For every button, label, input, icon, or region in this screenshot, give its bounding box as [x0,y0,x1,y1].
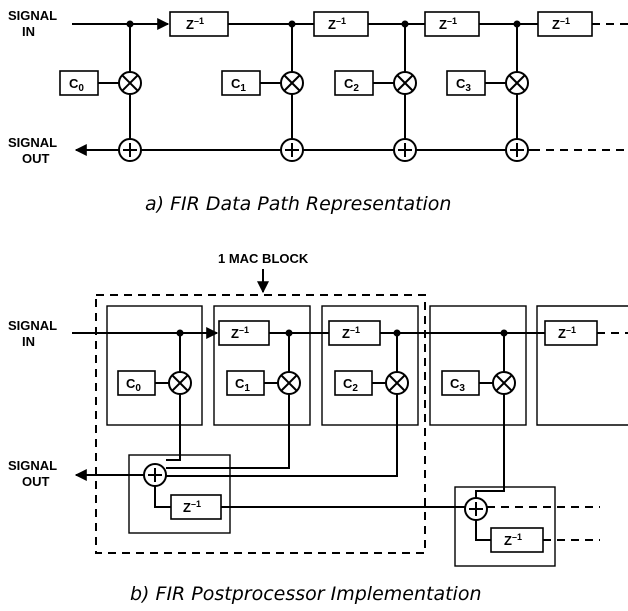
delay-box-b1: Z–1 [218,320,270,346]
tap-block [106,305,203,426]
signal-out-label: OUT [22,151,50,166]
delay-box-a4: Z–1 [537,11,593,37]
coef-box-c3: C3 [441,370,480,396]
adder-icon [464,497,488,521]
adder-icon [280,138,304,162]
svg-text:Z–1: Z–1 [183,499,201,515]
svg-text:C1: C1 [235,376,250,394]
product-wire [475,394,505,498]
svg-text:C1: C1 [231,76,246,94]
junction-dot [285,329,293,337]
delay-box-acc1: Z–1 [170,494,222,520]
junction-dot [126,20,134,28]
multiplier-icon [277,371,301,395]
tap-block [213,305,311,426]
caption-b: b) FIR Postprocessor Implementation [130,583,482,605]
coef-box-c0: C0 [59,70,99,96]
feedback-wire [475,520,491,541]
adder-icon [143,463,167,487]
svg-text:C3: C3 [450,376,465,394]
svg-text:C0: C0 [126,376,141,394]
feedback-wire [154,486,171,508]
tap-block [536,305,628,426]
signal-out-label: SIGNAL [8,135,57,150]
coef-box-c3: C3 [446,70,486,96]
product-wire [166,394,181,461]
multiplier-icon [280,71,304,95]
svg-text:Z–1: Z–1 [504,532,522,548]
svg-text:C3: C3 [456,76,471,94]
signal-out-label: SIGNAL [8,458,57,473]
svg-text:Z–1: Z–1 [439,16,457,32]
svg-text:Z–1: Z–1 [231,325,249,341]
accumulator-block [128,454,231,534]
svg-text:Z–1: Z–1 [342,325,360,341]
adder-icon [393,138,417,162]
product-wire [166,394,398,477]
adder-icon [505,138,529,162]
svg-text:C2: C2 [344,76,359,94]
multiplier-icon [168,371,192,395]
coef-box-c1: C1 [221,70,261,96]
adder-icon [118,138,142,162]
multiplier-icon [505,71,529,95]
delay-box-b2: Z–1 [328,320,381,346]
svg-text:Z–1: Z–1 [552,16,570,32]
product-wire [166,394,290,469]
multiplier-icon [385,371,409,395]
coef-box-c2: C2 [334,370,373,396]
junction-dot [513,20,521,28]
svg-text:Z–1: Z–1 [558,325,576,341]
signal-in-label: SIGNAL [8,8,57,23]
delay-box-a2: Z–1 [313,11,369,37]
delay-box-b3: Z–1 [544,320,598,346]
junction-dot [500,329,508,337]
junction-dot [393,329,401,337]
svg-text:C0: C0 [69,76,84,94]
coef-box-c2: C2 [334,70,374,96]
multiplier-icon [393,71,417,95]
junction-dot [401,20,409,28]
svg-text:C2: C2 [343,376,358,394]
signal-out-label: OUT [22,474,50,489]
mac-block-label: 1 MAC BLOCK [218,251,309,266]
delay-box-acc2: Z–1 [490,527,544,553]
tap-block [429,305,527,426]
delay-box-a1: Z–1 [169,11,229,37]
multiplier-icon [492,371,516,395]
diagram-a: SIGNAL IN SIGNAL OUT Z–1 [8,8,628,166]
multiplier-icon [118,71,142,95]
coef-box-c0: C0 [117,370,156,396]
diagram-b: 1 MAC BLOCK SIGNAL IN SIGNAL OUT [8,251,628,567]
junction-dot [288,20,296,28]
signal-in-label: IN [22,334,35,349]
svg-text:Z–1: Z–1 [186,16,204,32]
junction-dot [176,329,184,337]
signal-in-label: IN [22,24,35,39]
coef-box-c1: C1 [226,370,265,396]
delay-box-a3: Z–1 [424,11,480,37]
tap-block [321,305,419,426]
svg-text:Z–1: Z–1 [328,16,346,32]
signal-in-label: SIGNAL [8,318,57,333]
caption-a: a) FIR Data Path Representation [145,193,451,215]
